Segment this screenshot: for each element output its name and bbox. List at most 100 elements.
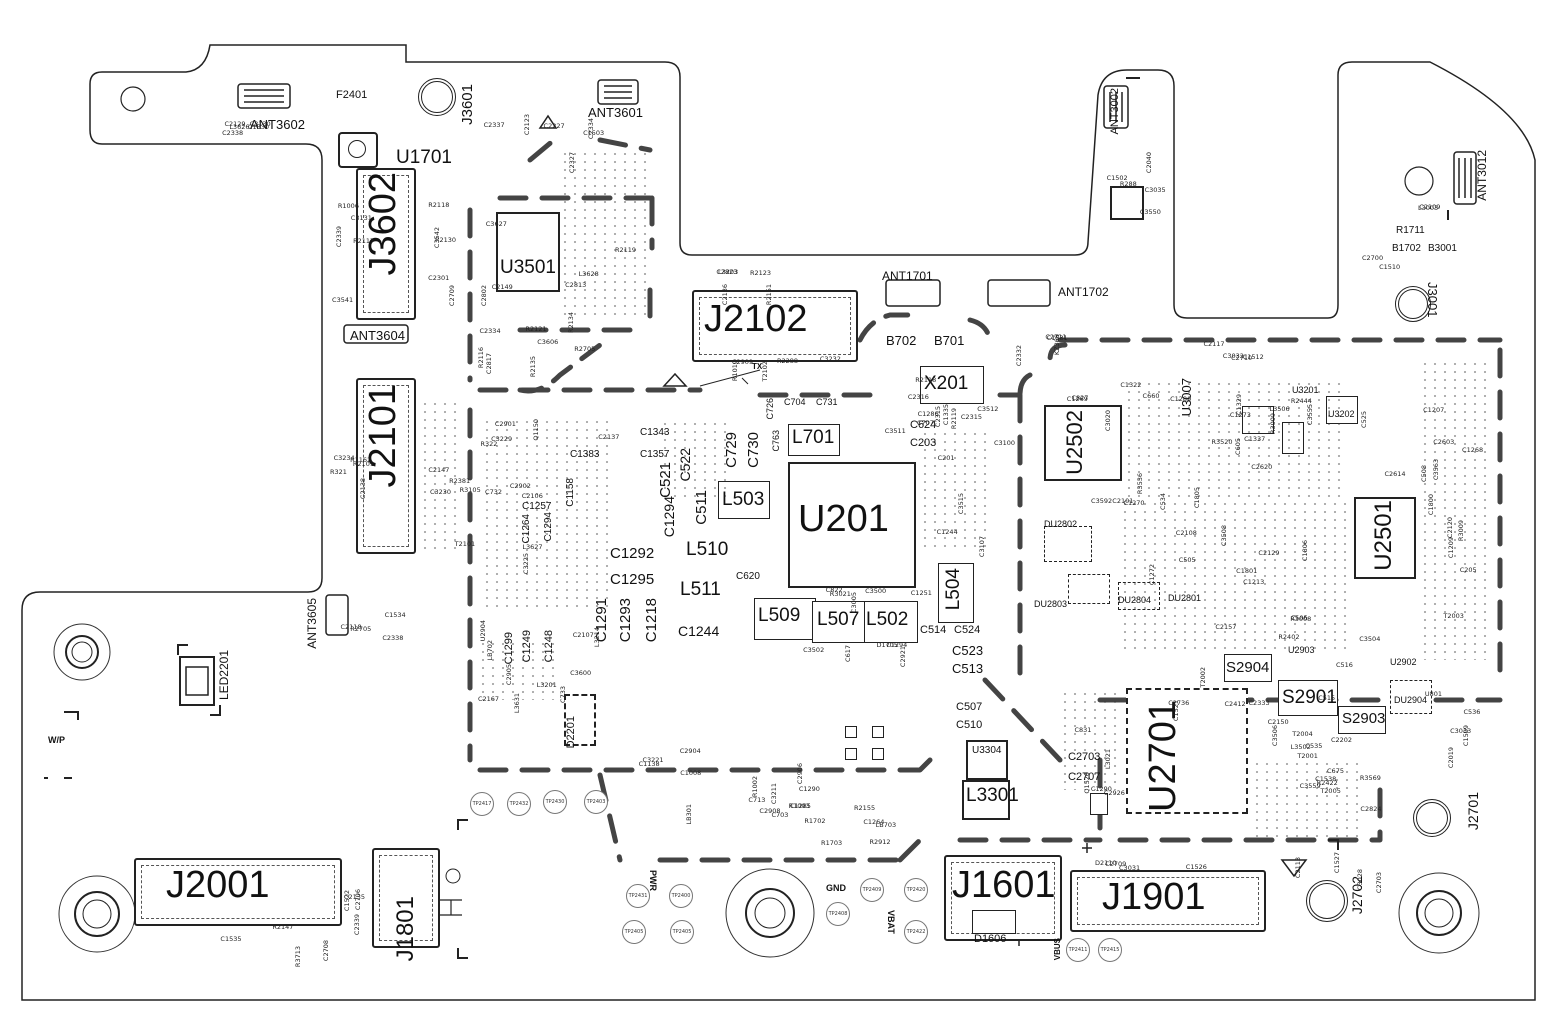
label-c620: C620 (736, 571, 760, 582)
designator-tiny: T2101 (454, 540, 476, 549)
label-c2703: C2703 (1068, 751, 1101, 763)
designator-tiny: C2138 (358, 478, 367, 500)
test-point: TP2408 (826, 902, 850, 926)
component-field-j2101 (420, 400, 460, 550)
connector-j3602-outline (356, 168, 416, 320)
designator-tiny: C1502 (1106, 173, 1128, 182)
designator-tiny: C3627 (485, 219, 507, 228)
label-s2901: S2901 (1282, 687, 1337, 708)
designator-tiny: R1703 (821, 839, 843, 848)
designator-tiny: R322 (480, 439, 498, 448)
designator-tiny: R321 (330, 468, 347, 477)
label-l504: L504 (943, 568, 964, 611)
label-j1601: J1601 (952, 864, 1056, 906)
label-r1711: R1711 (1396, 225, 1425, 236)
designator-tiny: R2402 (1278, 632, 1300, 641)
label-j1901: J1901 (1102, 876, 1206, 918)
designator-tiny: C3508 (1220, 525, 1229, 547)
designator-tiny: C3020 (1103, 409, 1112, 431)
label-c1248: C1248 (543, 630, 555, 663)
label-c1292: C1292 (610, 545, 655, 562)
designator-tiny: C3035 (1144, 186, 1166, 195)
designator-tiny: C1522 (343, 889, 352, 911)
test-point: TP2431 (626, 884, 650, 908)
label-l507: L507 (817, 609, 860, 630)
designator-tiny: R1162 (350, 455, 372, 464)
designator-tiny: C2327 (567, 152, 576, 174)
label-c1264: C1264 (521, 514, 532, 544)
designator-tiny: C703 (771, 811, 789, 820)
designator-tiny: C1512 (1242, 353, 1264, 362)
designator-tiny: R2130 (434, 236, 456, 245)
designator-tiny: R2119 (614, 246, 637, 255)
designator-tiny: C3232 (819, 355, 841, 364)
test-point: TP2409 (860, 878, 884, 902)
fiducial-sq-4 (872, 748, 884, 760)
designator-tiny: C3563 (1431, 458, 1440, 480)
designator-tiny: C2802 (480, 284, 489, 307)
designator-tiny: C2817 (485, 352, 494, 374)
designator-tiny: C2019 (1447, 746, 1456, 768)
designator-tiny: C2412 (1224, 699, 1246, 708)
ic-u2701-outline (1126, 688, 1248, 814)
designator-tiny: C3500 (865, 587, 887, 596)
label-u3501: U3501 (500, 257, 556, 278)
test-point: TP2411 (1066, 938, 1090, 962)
label-c730: C730 (745, 432, 762, 468)
designator-tiny: C1213 (1243, 578, 1265, 587)
label-c726: C726 (765, 398, 775, 420)
ic-u201-outline (788, 462, 916, 588)
pad-s2903 (1338, 706, 1386, 734)
label-u3202: U3202 (1328, 409, 1355, 419)
designator-tiny: C1272 (1148, 563, 1157, 585)
label-c522: C522 (677, 448, 693, 482)
designator-tiny: C2315 (933, 406, 942, 428)
component-field-top (560, 150, 650, 320)
rf-connector-j3601 (418, 78, 456, 116)
designator-tiny: C2902 (509, 482, 531, 491)
label-c507: C507 (956, 701, 983, 713)
pad-d2702 (1090, 793, 1108, 815)
designator-tiny: C2614 (1384, 469, 1406, 478)
connector-j2102-outline (692, 290, 858, 362)
designator-tiny: L3214 (592, 627, 601, 648)
connector-j1901-outline (1070, 870, 1266, 932)
designator-tiny: D1705 (876, 641, 898, 650)
designator-tiny: C2813 (565, 280, 587, 289)
rf-connector-j2701 (1413, 799, 1451, 837)
designator-tiny: C2905 (504, 664, 513, 686)
designator-tiny: D2110 (1095, 858, 1117, 867)
designator-tiny: C2711 (1045, 332, 1067, 341)
board-edge (21, 44, 1536, 1001)
label-c2707: C2707 (1068, 771, 1101, 783)
designator-tiny: C2123 (522, 113, 531, 135)
rf-connector-u1701 (338, 132, 378, 168)
label-c524: C524 (954, 624, 981, 636)
designator-tiny: C1264 (863, 817, 885, 826)
designator-tiny: C2921 (899, 646, 908, 668)
designator-tiny: R1002 (751, 776, 760, 798)
designator-tiny: C2709 (1105, 860, 1127, 868)
designator-tiny: T2004 (1292, 730, 1313, 739)
label-c521: C521 (657, 462, 674, 498)
designator-tiny: C3107 (978, 535, 987, 557)
designator-tiny: C2136 (720, 283, 729, 305)
fiducial-sq-1 (845, 726, 857, 738)
designator-tiny: C2700 (1362, 254, 1384, 263)
designator-tiny: C2823 (716, 268, 738, 277)
test-point: TP2400 (669, 884, 693, 908)
designator-tiny: C2332 (1014, 345, 1023, 367)
designator-tiny: C2117 (1203, 340, 1225, 349)
component-field-right-mid (1120, 500, 1350, 650)
silk-vbus: VBUS (1053, 938, 1062, 961)
pad-l504 (938, 563, 974, 623)
designator-tiny: C3506 (1271, 725, 1280, 747)
designator-tiny: C675 (1327, 767, 1344, 775)
designator-tiny: C1322 (1120, 381, 1142, 390)
designator-tiny: C1290 (798, 785, 820, 794)
designator-tiny: LB301 (684, 804, 693, 825)
designator-tiny: R3713 (294, 945, 303, 967)
designator-tiny: C2315 (960, 413, 982, 422)
designator-tiny: C2107 (572, 630, 594, 639)
